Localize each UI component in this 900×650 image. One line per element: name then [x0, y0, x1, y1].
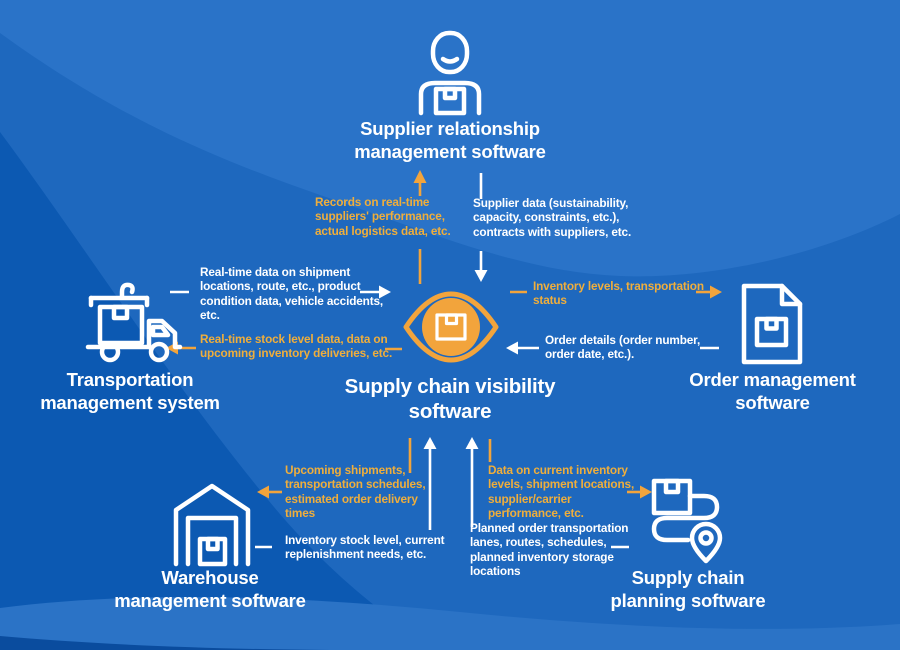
arrow-planning-to-center: [465, 437, 629, 549]
flow-text-center-to-transportation: Real-time stock level data, data on upco…: [200, 332, 393, 361]
arrow-center-to-supplier: [413, 170, 427, 284]
flow-text-planning-to-center: Planned order transportation lanes, rout…: [470, 521, 629, 579]
arrow-center-to-planning: [488, 439, 652, 499]
flow-text-order-to-center: Order details (order number, order date,…: [545, 333, 701, 362]
route-pin-icon: [651, 478, 723, 564]
node-label-supplier: Supplier relationship management softwar…: [354, 118, 546, 162]
arrow-transportation-to-center: [170, 285, 391, 299]
arrow-order-to-center: [506, 341, 719, 355]
eye-box-icon: [403, 291, 499, 363]
node-label-center: Supply chain visibility software: [344, 375, 556, 423]
flow-text-warehouse-to-center: Inventory stock level, current replenish…: [285, 533, 445, 562]
wave-dark-wedge: [0, 132, 440, 650]
flow-text-transportation-to-center: Real-time data on shipment locations, ro…: [200, 265, 384, 323]
flow-text-supplier-to-center: Supplier data (sustainability, capacity,…: [473, 196, 632, 239]
arrow-warehouse-to-center: [255, 437, 437, 549]
arrow-center-to-warehouse: [257, 438, 412, 499]
node-label-warehouse: Warehouse management software: [114, 567, 306, 611]
warehouse-icon: [173, 483, 251, 567]
arrow-center-to-order: [510, 285, 722, 299]
wave-top-light: [0, 0, 900, 277]
flow-text-center-to-supplier: Records on real-time suppliers' performa…: [315, 195, 451, 238]
flow-text-center-to-planning: Data on current inventory levels, shipme…: [488, 463, 635, 521]
flow-text-center-to-order: Inventory levels, transportation status: [533, 279, 704, 308]
wave-bottom-navy: [0, 636, 330, 650]
wave-bottom-light: [0, 596, 900, 650]
person-icon: [418, 30, 482, 116]
document-icon: [741, 283, 803, 365]
node-label-planning: Supply chain planning software: [610, 567, 766, 611]
arrow-supplier-to-center: [474, 173, 488, 282]
truck-icon: [85, 282, 183, 363]
flow-text-center-to-warehouse: Upcoming shipments, transportation sched…: [285, 463, 426, 521]
node-label-transportation: Transportation management system: [40, 369, 220, 413]
node-label-order: Order management software: [689, 369, 856, 413]
